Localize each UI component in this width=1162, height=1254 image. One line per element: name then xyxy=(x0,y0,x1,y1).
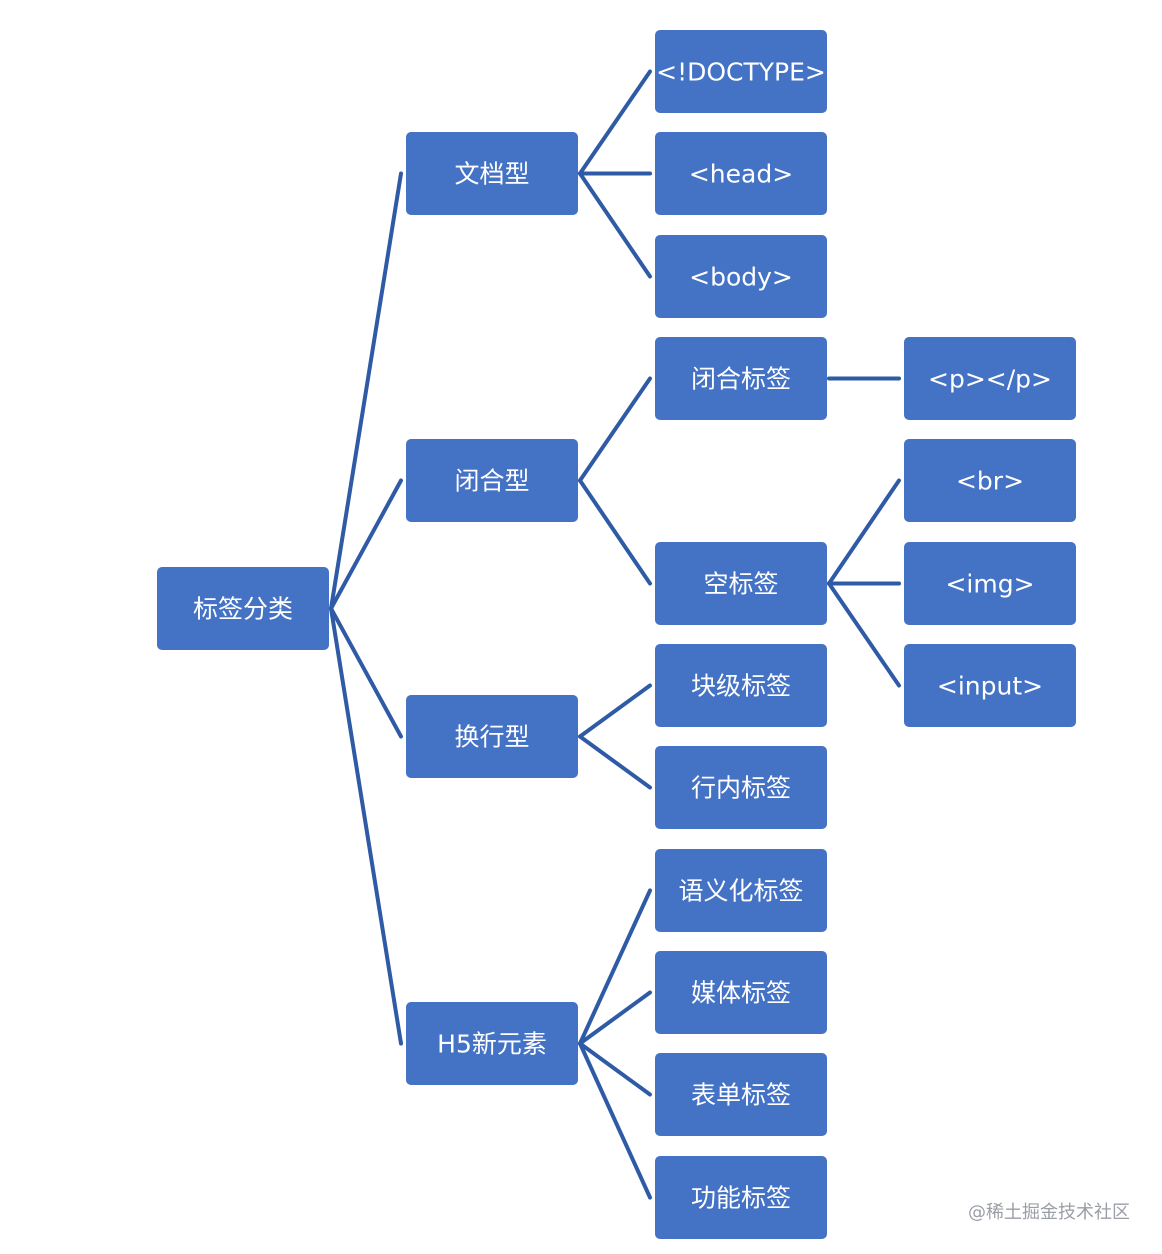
node-label: 媒体标签 xyxy=(691,979,791,1008)
edge-h5-new-elements-to-media-tag xyxy=(578,990,652,1046)
node-br-tag: <br> xyxy=(904,439,1076,522)
node-label: H5新元素 xyxy=(437,1030,547,1059)
node-h5-new-elements: H5新元素 xyxy=(406,1002,578,1085)
edge-h5-new-elements-to-form-tag xyxy=(578,1041,652,1097)
edge-root-to-line-break-type xyxy=(329,606,403,739)
node-empty-tag: 空标签 xyxy=(655,542,827,625)
node-label: <!DOCTYPE> xyxy=(656,58,826,87)
node-label: <br> xyxy=(956,467,1024,496)
node-label: <head> xyxy=(689,160,793,189)
node-doctype: <!DOCTYPE> xyxy=(655,30,827,113)
node-img-tag: <img> xyxy=(904,542,1076,625)
node-label: 换行型 xyxy=(454,723,529,752)
edge-h5-new-elements-to-semantic-tag xyxy=(578,888,652,1046)
node-label: 语义化标签 xyxy=(678,877,803,906)
node-label: 功能标签 xyxy=(691,1184,791,1213)
node-media-tag: 媒体标签 xyxy=(655,951,827,1034)
node-box xyxy=(406,132,578,215)
watermark: @稀土掘金技术社区 xyxy=(968,1202,1130,1223)
node-box xyxy=(406,439,578,522)
node-label: <input> xyxy=(937,672,1043,701)
node-closing-tag: 闭合标签 xyxy=(655,337,827,420)
node-box xyxy=(655,542,827,625)
edge-closing-type-to-empty-tag xyxy=(578,478,652,586)
node-label: 闭合标签 xyxy=(691,365,791,394)
edge-closing-type-to-closing-tag xyxy=(578,376,652,483)
edge-empty-tag-to-input-tag xyxy=(827,581,901,688)
node-label: 标签分类 xyxy=(193,595,293,624)
node-label: 空标签 xyxy=(703,570,778,599)
node-box xyxy=(406,1002,578,1085)
node-box xyxy=(904,644,1076,727)
edge-h5-new-elements-to-function-tag xyxy=(578,1041,652,1200)
node-label: <p></p> xyxy=(928,365,1052,394)
node-root: 标签分类 xyxy=(157,567,329,650)
node-box xyxy=(655,337,827,420)
node-label: 文档型 xyxy=(454,160,529,189)
node-label: <img> xyxy=(945,570,1034,599)
node-line-break-type: 换行型 xyxy=(406,695,578,778)
node-box xyxy=(655,951,827,1034)
edge-document-type-to-body xyxy=(578,171,652,279)
node-box xyxy=(655,746,827,829)
node-box xyxy=(655,1156,827,1239)
node-input-tag: <input> xyxy=(904,644,1076,727)
node-box xyxy=(655,1053,827,1136)
node-box xyxy=(904,439,1076,522)
edge-empty-tag-to-br-tag xyxy=(827,478,901,586)
edge-document-type-to-doctype xyxy=(578,69,652,176)
node-block-tag: 块级标签 xyxy=(655,644,827,727)
node-box xyxy=(655,30,827,113)
node-closing-type: 闭合型 xyxy=(406,439,578,522)
node-document-type: 文档型 xyxy=(406,132,578,215)
edge-line-break-type-to-block-tag xyxy=(578,683,652,739)
node-body: <body> xyxy=(655,235,827,318)
node-box xyxy=(655,644,827,727)
node-label: 行内标签 xyxy=(691,774,791,803)
node-box xyxy=(904,542,1076,625)
edge-root-to-closing-type xyxy=(329,478,403,611)
node-p-tag: <p></p> xyxy=(904,337,1076,420)
node-head: <head> xyxy=(655,132,827,215)
node-box xyxy=(904,337,1076,420)
node-box xyxy=(655,235,827,318)
node-box xyxy=(655,132,827,215)
edge-root-to-document-type xyxy=(329,171,403,611)
node-box xyxy=(157,567,329,650)
node-semantic-tag: 语义化标签 xyxy=(655,849,827,932)
node-label: 块级标签 xyxy=(691,672,791,701)
node-box xyxy=(655,849,827,932)
node-label: <body> xyxy=(689,263,793,292)
edge-root-to-h5-new-elements xyxy=(329,606,403,1046)
node-box xyxy=(406,695,578,778)
edge-line-break-type-to-inline-tag xyxy=(578,734,652,790)
node-form-tag: 表单标签 xyxy=(655,1053,827,1136)
node-label: 表单标签 xyxy=(691,1081,791,1110)
node-function-tag: 功能标签 xyxy=(655,1156,827,1239)
node-inline-tag: 行内标签 xyxy=(655,746,827,829)
tree-edges xyxy=(329,69,901,1200)
node-label: 闭合型 xyxy=(454,467,529,496)
